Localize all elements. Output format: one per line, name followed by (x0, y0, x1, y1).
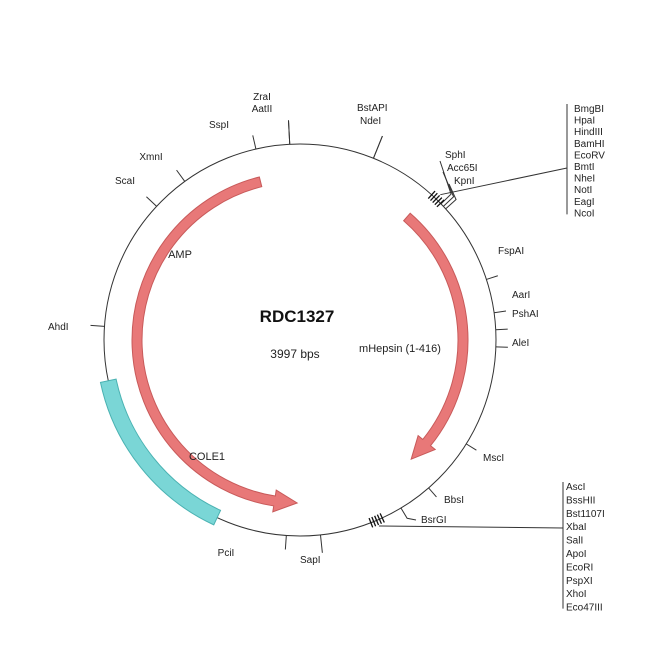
cluster-site-label-bst1107i: Bst1107I (566, 509, 605, 520)
site-label-scai: ScaI (115, 176, 135, 187)
cluster-site-label-pspxi: PspXI (566, 576, 593, 587)
site-label-aari: AarI (512, 290, 530, 301)
site-tick-acc65i (442, 171, 455, 207)
site-label-acc65i: Acc65I (447, 163, 478, 174)
site-tick-bbsi (428, 487, 437, 498)
site-tick-kpni (445, 183, 457, 210)
site-label-zrai: ZraI (253, 92, 271, 103)
site-tick-sphi (439, 160, 452, 205)
site-cluster-1: BmgBIHpaIHindIIIBamHIEcoRVBmtINheINotIEa… (427, 104, 605, 219)
cluster-site-label-eagi: EagI (574, 197, 595, 208)
site-label-alei: AleI (512, 338, 529, 349)
cluster-tick (434, 197, 443, 206)
cluster-site-label-asci: AscI (566, 482, 585, 493)
cluster-site-label-bamhi: BamHI (574, 139, 605, 150)
feature-mhepsin-1-416 (402, 212, 469, 461)
cluster-tick (430, 192, 438, 201)
cluster-tick (379, 513, 385, 523)
site-label-sphi: SphI (445, 150, 466, 161)
site-label-pcii: PciI (218, 548, 235, 559)
cluster-leader-line (440, 167, 568, 196)
site-label-bstapi: BstAPI (357, 103, 388, 114)
feature-label-cole1: COLE1 (189, 451, 225, 463)
cluster-site-label-ncoi: NcoI (574, 208, 595, 219)
cluster-tick (371, 516, 377, 527)
cluster-tick (436, 199, 445, 208)
site-label-aatii: AatII (252, 104, 273, 115)
feature-cole1 (99, 378, 222, 526)
cluster-site-label-noti: NotI (574, 185, 592, 196)
site-label-bsrgi: BsrGI (421, 515, 447, 526)
site-label-msci: MscI (483, 453, 504, 464)
site-tick-pshai (495, 328, 508, 331)
feature-layer: AMP mHepsin (1-416) COLE1 (99, 176, 469, 526)
site-label-kpni: KpnI (454, 176, 475, 187)
site-tick-fspai (486, 275, 498, 280)
cluster-tick (368, 517, 374, 528)
cluster-site-label-bmgbi: BmgBI (574, 104, 604, 115)
cluster-tick (432, 194, 441, 204)
site-label-ahdi: AhdI (48, 322, 69, 333)
site-label-pshai: PshAI (512, 309, 539, 320)
site-tick-bsrgi (400, 507, 417, 521)
feature-label-amp: AMP (168, 249, 192, 261)
cluster-site-label-xbai: XbaI (566, 522, 587, 533)
site-cluster-2: AscI BssHII Bst1107I XbaI SalI ApoI EcoRI PspXI… (368, 482, 605, 614)
site-tick-ndei (372, 135, 383, 159)
site-label-sspi: SspI (209, 120, 229, 131)
plasmid-backbone-circle (103, 143, 497, 537)
cluster-site-label-bsshii: BssHII (566, 495, 595, 506)
feature-label-mhepsin-1-416: mHepsin (1-416) (359, 343, 441, 355)
site-tick-sspi (252, 135, 257, 150)
cluster-site-label-nhei: NheI (574, 174, 595, 185)
feature-amp (131, 176, 299, 513)
cluster-site-label-xhoi: XhoI (566, 589, 587, 600)
cluster-site-label-hindiii: HindIII (574, 127, 603, 138)
plasmid-size: 3997 bps (270, 347, 319, 361)
cluster-tick (376, 514, 383, 525)
site-tick-pcii (284, 535, 287, 550)
site-tick-xmni (176, 169, 186, 182)
cluster-site-label-sali: SalI (566, 536, 583, 547)
cluster-site-label-ecorv: EcoRV (574, 150, 605, 161)
site-tick-aatii (287, 120, 291, 145)
site-label-fspai: FspAI (498, 246, 524, 257)
cluster-site-label-bmti: BmtI (574, 162, 595, 173)
site-tick-aari (494, 310, 507, 314)
cluster-tick (427, 190, 436, 199)
cluster-site-label-apoi: ApoI (566, 549, 587, 560)
site-label-bbsi: BbsI (444, 495, 464, 506)
plasmid-name: RDC1327 (260, 307, 335, 326)
site-label-xmni: XmnI (139, 152, 162, 163)
site-label-ndei: NdeI (360, 116, 381, 127)
site-tick-msci (465, 443, 477, 451)
cluster-tick (374, 515, 380, 526)
site-tick-scai (146, 196, 157, 207)
site-tick-sapi (319, 534, 323, 553)
cluster-leader-line (378, 525, 564, 529)
cluster-site-label-eco47iii: Eco47III (566, 603, 603, 614)
site-tick-ahdi (90, 324, 105, 327)
site-label-sapi: SapI (300, 555, 321, 566)
cluster-site-label-hpai: HpaI (574, 116, 595, 127)
cluster-site-label-ecori: EcoRI (566, 562, 593, 573)
